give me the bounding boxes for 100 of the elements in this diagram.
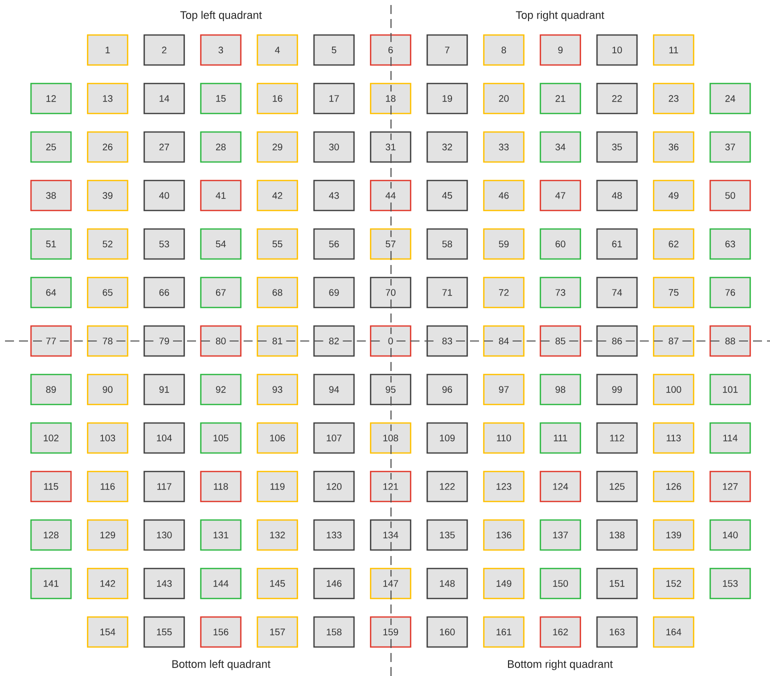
numbered-box: 53 (144, 228, 185, 260)
numbered-box: 60 (540, 228, 582, 260)
numbered-box: 35 (596, 131, 638, 163)
numbered-box: 2 (144, 34, 185, 66)
numbered-box: 61 (596, 228, 638, 260)
numbered-box: 1 (86, 34, 128, 66)
numbered-box: 130 (144, 519, 185, 551)
numbered-box: 41 (200, 180, 242, 212)
numbered-box: 57 (370, 228, 412, 260)
numbered-box: 98 (540, 374, 582, 406)
numbered-box: 160 (426, 616, 468, 648)
numbered-box: 7 (426, 34, 468, 66)
numbered-box: 93 (256, 374, 298, 406)
numbered-box: 40 (144, 180, 185, 212)
numbered-box: 115 (30, 470, 72, 502)
numbered-box: 32 (426, 131, 468, 163)
numbered-box: 110 (483, 422, 524, 454)
numbered-box: 55 (256, 228, 298, 260)
numbered-box: 104 (144, 422, 185, 454)
numbered-box: 158 (313, 616, 355, 648)
quadrant-label: Top right quadrant (516, 10, 604, 22)
numbered-box: 156 (200, 616, 242, 648)
numbered-box: 153 (710, 568, 751, 600)
numbered-box: 11 (652, 34, 694, 66)
numbered-box: 63 (710, 228, 751, 260)
numbered-box: 28 (200, 131, 242, 163)
numbered-box: 105 (200, 422, 242, 454)
numbered-box: 148 (426, 568, 468, 600)
numbered-box: 64 (30, 276, 72, 308)
numbered-box: 26 (86, 131, 128, 163)
numbered-box: 78 (86, 325, 128, 357)
numbered-box: 34 (540, 131, 582, 163)
numbered-box: 163 (596, 616, 638, 648)
numbered-box: 10 (596, 34, 638, 66)
numbered-box: 137 (540, 519, 582, 551)
numbered-box: 114 (710, 422, 751, 454)
numbered-box: 112 (596, 422, 638, 454)
numbered-box: 71 (426, 276, 468, 308)
numbered-box: 134 (370, 519, 412, 551)
numbered-box: 43 (313, 180, 355, 212)
numbered-box: 119 (256, 470, 298, 502)
numbered-box: 121 (370, 470, 412, 502)
numbered-box: 107 (313, 422, 355, 454)
numbered-box: 116 (86, 470, 128, 502)
numbered-box: 149 (483, 568, 524, 600)
numbered-box: 56 (313, 228, 355, 260)
numbered-box: 97 (483, 374, 524, 406)
numbered-box: 117 (144, 470, 185, 502)
numbered-box: 51 (30, 228, 72, 260)
numbered-box: 74 (596, 276, 638, 308)
numbered-box: 145 (256, 568, 298, 600)
numbered-box: 76 (710, 276, 751, 308)
numbered-box: 16 (256, 82, 298, 114)
numbered-box: 106 (256, 422, 298, 454)
numbered-box: 29 (256, 131, 298, 163)
numbered-box: 72 (483, 276, 524, 308)
numbered-box: 62 (652, 228, 694, 260)
numbered-box: 128 (30, 519, 72, 551)
numbered-box: 143 (144, 568, 185, 600)
numbered-box: 14 (144, 82, 185, 114)
numbered-box: 122 (426, 470, 468, 502)
numbered-box: 69 (313, 276, 355, 308)
numbered-box: 91 (144, 374, 185, 406)
numbered-box: 111 (540, 422, 582, 454)
numbered-box: 140 (710, 519, 751, 551)
numbered-box: 127 (710, 470, 751, 502)
numbered-box: 47 (540, 180, 582, 212)
numbered-box: 144 (200, 568, 242, 600)
quadrant-label: Bottom right quadrant (508, 660, 613, 670)
numbered-box: 82 (313, 325, 355, 357)
numbered-box: 102 (30, 422, 72, 454)
numbered-box: 54 (200, 228, 242, 260)
numbered-box: 124 (540, 470, 582, 502)
numbered-box: 113 (652, 422, 694, 454)
numbered-box: 27 (144, 131, 185, 163)
numbered-box: 19 (426, 82, 468, 114)
numbered-box: 4 (256, 34, 298, 66)
numbered-box: 13 (86, 82, 128, 114)
numbered-box: 58 (426, 228, 468, 260)
numbered-box: 90 (86, 374, 128, 406)
numbered-box: 6 (370, 34, 412, 66)
numbered-box: 139 (652, 519, 694, 551)
numbered-box: 5 (313, 34, 355, 66)
numbered-box: 131 (200, 519, 242, 551)
numbered-box: 18 (370, 82, 412, 114)
numbered-box: 46 (483, 180, 524, 212)
quadrant-label: Top left quadrant (180, 10, 262, 22)
numbered-box: 159 (370, 616, 412, 648)
numbered-box: 85 (540, 325, 582, 357)
numbered-box: 12 (30, 82, 72, 114)
numbered-box: 33 (483, 131, 524, 163)
numbered-box: 83 (426, 325, 468, 357)
numbered-box: 25 (30, 131, 72, 163)
numbered-box: 48 (596, 180, 638, 212)
numbered-box: 86 (596, 325, 638, 357)
numbered-box: 161 (483, 616, 524, 648)
numbered-box: 162 (540, 616, 582, 648)
numbered-box: 68 (256, 276, 298, 308)
quadrant-label: Bottom left quadrant (172, 660, 270, 670)
numbered-box: 77 (30, 325, 72, 357)
